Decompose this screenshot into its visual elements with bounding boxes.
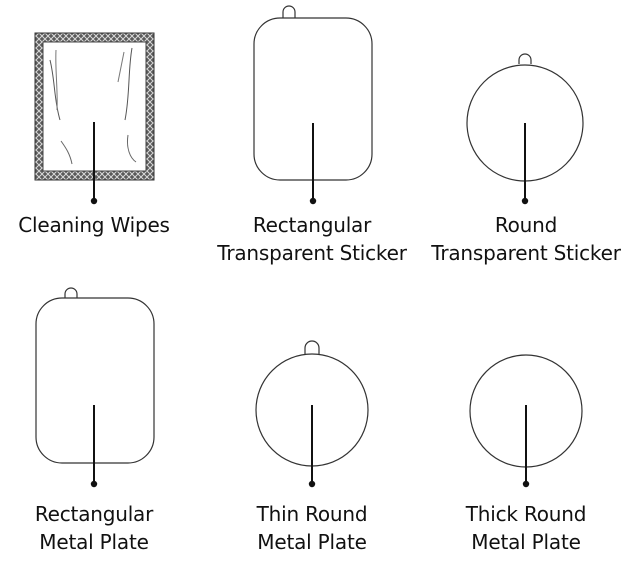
label-line: Round — [494, 213, 558, 237]
label-line: Cleaning Wipes — [18, 213, 170, 237]
label-line: Transparent Sticker — [217, 241, 407, 265]
thin-round-metal-plate-shape — [255, 340, 369, 488]
label-round-transparent-sticker: Round Transparent Sticker — [411, 211, 641, 267]
label-line: Metal Plate — [471, 530, 581, 554]
rectangular-metal-plate-shape — [35, 287, 155, 488]
label-line: Thin Round — [256, 502, 368, 526]
label-line: Transparent Sticker — [431, 241, 621, 265]
thick-round-metal-plate-shape — [469, 354, 583, 488]
cleaning-wipes-shape — [34, 32, 155, 205]
label-line: Metal Plate — [39, 530, 149, 554]
label-thin-round-metal-plate: Thin Round Metal Plate — [197, 500, 427, 556]
round-transparent-sticker-shape — [466, 53, 584, 205]
label-thick-round-metal-plate: Thick Round Metal Plate — [411, 500, 641, 556]
label-line: Rectangular — [34, 502, 154, 526]
label-rect-metal-plate: Rectangular Metal Plate — [0, 500, 209, 556]
label-rect-transparent-sticker: Rectangular Transparent Sticker — [197, 211, 427, 267]
label-line: Metal Plate — [257, 530, 367, 554]
label-line: Thick Round — [465, 502, 587, 526]
label-line: Rectangular — [252, 213, 372, 237]
rectangular-transparent-sticker-shape — [253, 5, 373, 205]
label-cleaning-wipes: Cleaning Wipes — [0, 211, 209, 239]
